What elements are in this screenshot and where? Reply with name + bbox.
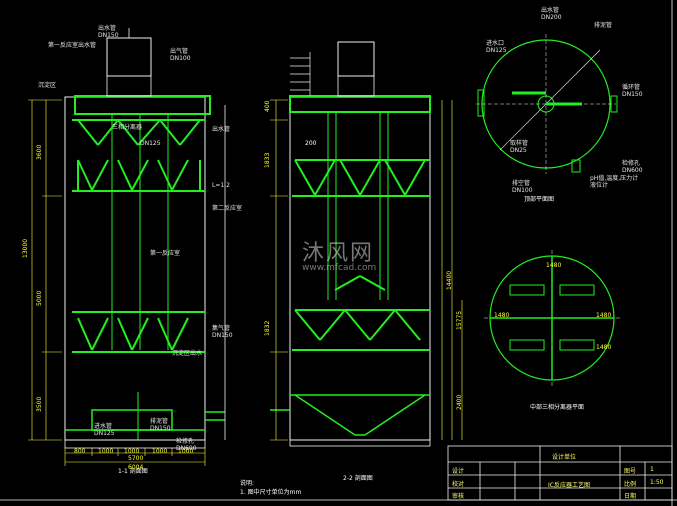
section-2-title: 2-2 剖面图 <box>343 475 373 482</box>
section-2-2 <box>270 41 431 447</box>
label-left-12: 集气管 <box>212 325 231 332</box>
title-block-row2-c: 1:50 <box>650 479 664 486</box>
dim-seg-3: 1000 <box>124 448 140 455</box>
plan-bottom-title: 中部三相分离器平面 <box>530 404 585 411</box>
title-block-frame <box>447 445 673 501</box>
label-right-7: 检修孔 <box>622 160 641 167</box>
section-1-dimensions <box>28 99 206 466</box>
dim-width-sub: 6004 <box>128 464 144 471</box>
dim-s2-a: 1833 <box>264 152 271 168</box>
watermark-url: www.mfcad.com <box>302 263 377 273</box>
label-left-11: 第二反应室 <box>212 205 243 212</box>
dim-right-h1: 14400 <box>446 270 453 290</box>
title-block-row1-a: 设计 <box>452 468 465 475</box>
label-left-7: DN125 <box>140 140 161 147</box>
label-left-19: 检修孔 <box>176 438 195 445</box>
dim-seg-4: 1000 <box>152 448 168 455</box>
dim-seg-1: 800 <box>74 448 86 455</box>
label-left-4: DN100 <box>170 55 191 62</box>
label-left-5: 沉淀区 <box>38 82 57 89</box>
label-right-2: 排泥管 <box>594 22 613 29</box>
label-left-9: L=1.2 <box>212 182 230 189</box>
dim-s2-top: 400 <box>264 100 271 112</box>
label-left-15: 进水管 <box>94 423 113 430</box>
title-block-drawing-title: IC反应器工艺图 <box>548 482 590 489</box>
label-right-1: DN200 <box>541 14 562 21</box>
label-left-6: 三相分离器 <box>112 124 143 131</box>
notes-header: 说明: <box>240 480 255 487</box>
dim-s2-c: 200 <box>305 140 317 147</box>
label-left-14: 沉淀区出水 <box>172 350 203 357</box>
dim-right-h2: 15775 <box>456 310 463 330</box>
label-right-10: DN25 <box>510 147 527 154</box>
plan-view-bottom <box>484 250 620 386</box>
label-left-8: 出水管 <box>212 126 231 133</box>
label-left-1: DN150 <box>98 32 119 39</box>
label-left-3: 出气管 <box>170 48 189 55</box>
plan-dim-2: 1480 <box>596 312 612 319</box>
label-left-17: 排泥管 <box>150 418 169 425</box>
dim-seg-2: 1000 <box>98 448 114 455</box>
label-right-8: DN600 <box>622 167 643 174</box>
plan-dim-4: 1480 <box>596 344 612 351</box>
dim-seg-5: 1000 <box>178 448 194 455</box>
label-right-14: 液位计 <box>590 182 609 189</box>
title-block-row3-a: 审核 <box>452 493 465 500</box>
label-right-13: pH值,温度,压力计 <box>590 175 639 182</box>
label-left-18: DN150 <box>150 425 171 432</box>
label-right-3: 进水口 <box>486 40 505 47</box>
watermark-name: 沐风网 <box>302 241 375 266</box>
label-right-6: DN150 <box>622 91 643 98</box>
title-block-row1-b: 图号 <box>624 468 637 475</box>
label-left-0: 出水管 <box>98 25 117 32</box>
label-left-2: 第一反应室出水管 <box>48 42 97 49</box>
plan-dim-3: 1480 <box>546 262 562 269</box>
dim-upper-height: 3600 <box>36 144 43 160</box>
dim-middle-height: 5000 <box>36 290 43 306</box>
section-1-1 <box>64 28 226 449</box>
section-1-title: 1-1 剖面图 <box>118 468 148 475</box>
label-left-10: 第一反应室 <box>150 250 181 257</box>
title-block-project: 设计单位 <box>552 454 577 461</box>
section-2-dimensions <box>270 99 463 441</box>
title-block-row2-b: 比例 <box>624 481 637 488</box>
label-left-20: DN600 <box>176 445 197 452</box>
notes-line-1: 1. 图中尺寸单位为mm <box>240 489 302 496</box>
dim-s2-b: 1832 <box>264 320 271 336</box>
tank-1-foundation <box>64 439 206 449</box>
plan-view-top <box>476 34 618 174</box>
label-right-12: DN100 <box>512 187 533 194</box>
label-right-9: 取样管 <box>510 140 529 147</box>
plan-dim-1: 1480 <box>494 312 510 319</box>
dim-overall-height: 13000 <box>22 238 29 258</box>
label-left-13: DN150 <box>212 332 233 339</box>
plan-top-title: 顶部平面图 <box>524 196 555 203</box>
dim-width-total: 5700 <box>128 455 144 462</box>
title-block-row1-c: 1 <box>650 466 654 473</box>
label-right-4: DN125 <box>486 47 507 54</box>
label-left-16: DN125 <box>94 430 115 437</box>
tank-1-lower-separator <box>72 311 205 353</box>
title-block-row3-b: 日期 <box>624 493 637 500</box>
dim-right-h3: 2400 <box>456 394 463 410</box>
dim-bottom-height: 3500 <box>36 396 43 412</box>
label-right-11: 排空管 <box>512 180 531 187</box>
label-right-5: 循环管 <box>622 84 641 91</box>
label-right-0: 出水管 <box>541 7 560 14</box>
title-block-row2-a: 校对 <box>452 481 465 488</box>
